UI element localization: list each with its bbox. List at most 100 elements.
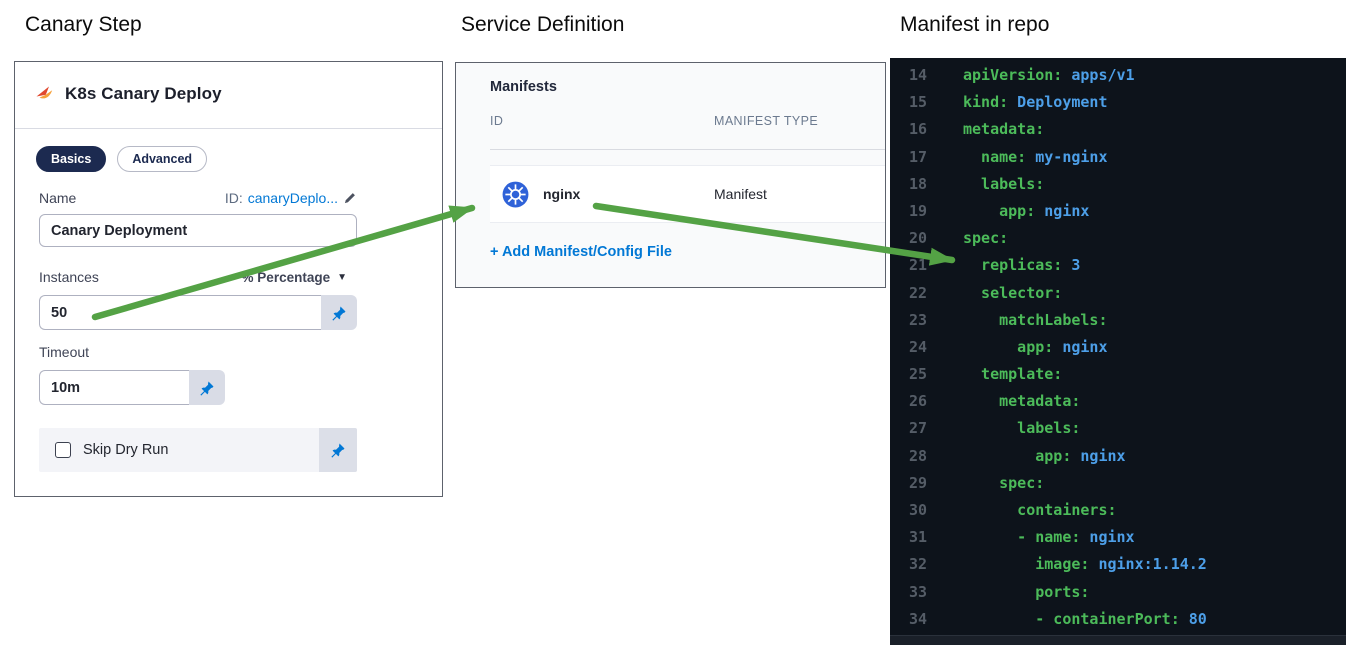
column-header-id: ID xyxy=(490,114,504,128)
code-text: template: xyxy=(963,365,1063,384)
skip-dry-run-pin-button[interactable] xyxy=(319,428,357,472)
code-text: app: nginx xyxy=(963,201,1090,220)
timeout-input[interactable] xyxy=(39,370,189,405)
name-label: Name xyxy=(39,190,77,206)
code-text: app: nginx xyxy=(963,337,1108,356)
code-text: metadata: xyxy=(963,120,1045,139)
line-number: 29 xyxy=(908,473,927,492)
code-text: apiVersion: apps/v1 xyxy=(963,66,1135,84)
column-title-canary-step: Canary Step xyxy=(25,13,142,36)
line-number: 31 xyxy=(908,528,927,547)
line-number: 33 xyxy=(908,582,927,601)
instances-field-header: Instances % Percentage ▼ xyxy=(39,269,347,285)
step-tabs: Basics Advanced xyxy=(36,146,208,172)
skip-dry-run-checkbox[interactable] xyxy=(55,442,71,458)
line-number: 26 xyxy=(908,392,927,411)
line-number: 19 xyxy=(908,201,927,220)
code-line: 30 containers: xyxy=(890,497,1346,524)
line-number: 18 xyxy=(908,174,927,193)
code-line: 32 image: nginx:1.14.2 xyxy=(890,551,1346,578)
code-line: 19 app: nginx xyxy=(890,198,1346,225)
code-line: 23 matchLabels: xyxy=(890,307,1346,334)
code-text: spec: xyxy=(963,473,1045,492)
column-header-manifest-type: MANIFEST TYPE xyxy=(714,114,819,128)
line-number: 15 xyxy=(908,93,927,112)
code-line: 20 spec: xyxy=(890,225,1346,252)
code-line: 25 template: xyxy=(890,361,1346,388)
code-line: 18 labels: xyxy=(890,171,1346,198)
divider xyxy=(15,128,442,129)
manifest-id-cell: nginx xyxy=(543,186,581,202)
manifest-table-row[interactable]: nginx Manifest xyxy=(490,165,885,223)
code-line: 28 app: nginx xyxy=(890,443,1346,470)
code-lines: 14 apiVersion: apps/v1 15 kind: Deployment 1… xyxy=(890,62,1346,633)
code-text: replicas: 3 xyxy=(963,256,1081,275)
instances-pin-button[interactable] xyxy=(321,295,357,330)
line-number: 22 xyxy=(908,283,927,302)
line-number: 23 xyxy=(908,310,927,329)
line-number: 21 xyxy=(908,256,927,275)
code-text: selector: xyxy=(963,283,1063,302)
name-input[interactable] xyxy=(39,214,357,247)
edit-id-icon[interactable] xyxy=(343,191,357,205)
code-line: 34 - containerPort: 80 xyxy=(890,606,1346,633)
code-text: app: nginx xyxy=(963,446,1126,465)
manifest-code-panel: 14 apiVersion: apps/v1 15 kind: Deployment 1… xyxy=(890,58,1346,645)
tab-basics[interactable]: Basics xyxy=(36,146,107,172)
code-text: spec: xyxy=(963,229,1009,248)
step-title: K8s Canary Deploy xyxy=(65,84,222,103)
code-text: image: nginx:1.14.2 xyxy=(963,555,1207,574)
step-id-link[interactable]: canaryDeplo... xyxy=(247,190,338,206)
column-title-service-definition: Service Definition xyxy=(461,13,625,36)
line-number: 27 xyxy=(908,419,927,438)
code-line: 29 spec: xyxy=(890,470,1346,497)
instances-unit-label: % Percentage xyxy=(241,269,331,285)
code-line: 27 labels: xyxy=(890,415,1346,442)
canary-step-panel: K8s Canary Deploy Basics Advanced Name I… xyxy=(14,61,443,497)
pin-icon xyxy=(199,380,215,396)
code-text: name: my-nginx xyxy=(963,147,1108,166)
code-line: 33 ports: xyxy=(890,579,1346,606)
instances-input-group xyxy=(39,295,357,330)
horizontal-scrollbar[interactable] xyxy=(890,635,1346,645)
code-text: - name: nginx xyxy=(963,528,1135,547)
line-number: 25 xyxy=(908,365,927,384)
code-text: labels: xyxy=(963,174,1045,193)
pin-icon xyxy=(331,305,347,321)
chevron-down-icon: ▼ xyxy=(337,271,347,283)
service-definition-panel: Manifests ID MANIFEST TYPE xyxy=(455,62,886,288)
line-number: 34 xyxy=(908,609,927,628)
code-line: 21 replicas: 3 xyxy=(890,252,1346,279)
column-title-manifest-in-repo: Manifest in repo xyxy=(900,13,1050,36)
manifests-heading: Manifests xyxy=(490,79,557,95)
code-text: matchLabels: xyxy=(963,310,1108,329)
code-text: kind: Deployment xyxy=(963,93,1108,112)
timeout-pin-button[interactable] xyxy=(189,370,225,405)
code-line: 22 selector: xyxy=(890,280,1346,307)
line-number: 24 xyxy=(908,337,927,356)
instances-input[interactable] xyxy=(39,295,321,330)
line-number: 14 xyxy=(908,66,927,84)
pin-icon xyxy=(330,442,346,458)
line-number: 20 xyxy=(908,229,927,248)
code-line: 26 metadata: xyxy=(890,388,1346,415)
line-number: 32 xyxy=(908,555,927,574)
divider xyxy=(490,149,885,150)
manifest-type-cell: Manifest xyxy=(714,186,767,202)
line-number: 30 xyxy=(908,501,927,519)
instances-unit-dropdown[interactable]: % Percentage ▼ xyxy=(242,270,347,285)
code-text: ports: xyxy=(963,582,1090,601)
skip-dry-run-label: Skip Dry Run xyxy=(83,442,169,458)
code-line: 31 - name: nginx xyxy=(890,524,1346,551)
line-number: 28 xyxy=(908,446,927,465)
instances-label: Instances xyxy=(39,269,99,285)
name-field-header: Name ID: canaryDeplo... xyxy=(39,190,357,206)
code-line: 17 name: my-nginx xyxy=(890,144,1346,171)
id-label: ID: xyxy=(224,190,243,206)
add-manifest-link[interactable]: + Add Manifest/Config File xyxy=(490,244,672,260)
line-number: 17 xyxy=(908,147,927,166)
code-text: - containerPort: 80 xyxy=(963,609,1207,628)
line-number: 16 xyxy=(908,120,927,139)
code-text: labels: xyxy=(963,419,1081,438)
tab-advanced[interactable]: Advanced xyxy=(117,146,208,172)
